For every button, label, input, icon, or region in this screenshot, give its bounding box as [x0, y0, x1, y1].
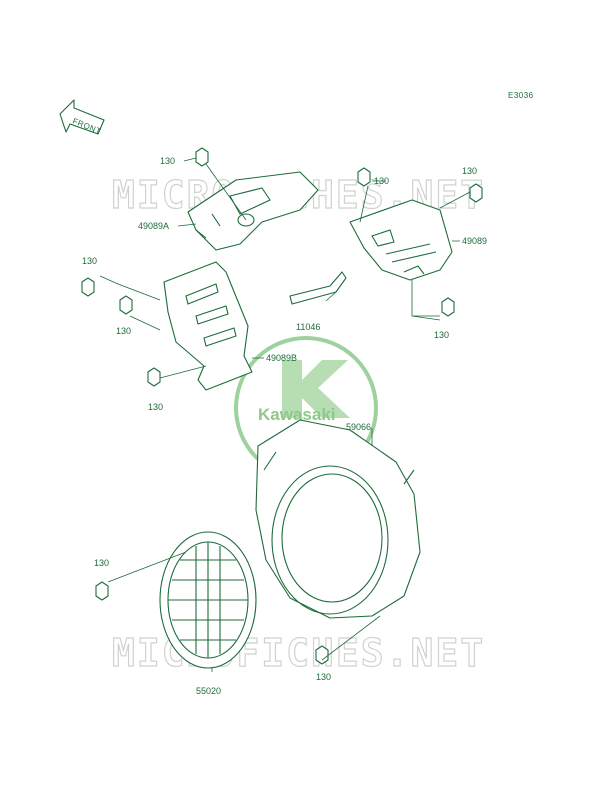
bolt-icon-3 [469, 183, 483, 203]
cover-49089 [349, 199, 453, 281]
bolt-icon-1 [195, 147, 209, 167]
callout-fan-housing: 59066 [346, 422, 371, 432]
fan-housing-59066 [255, 419, 421, 619]
bolt-icon-2 [357, 167, 371, 187]
callout-bolt-9: 130 [316, 672, 331, 682]
bolt-icon-9 [315, 645, 329, 665]
bolt-icon-4 [81, 277, 95, 297]
callout-bolt-4: 130 [82, 256, 97, 266]
callout-cover-right: 49089 [462, 236, 487, 246]
bolt-icon-6 [441, 297, 455, 317]
cover-49089b [163, 261, 253, 391]
bracket-11046 [289, 271, 347, 305]
bolt-icon-5 [119, 295, 133, 315]
callout-bolt-8: 130 [94, 558, 109, 568]
callout-screen: 55020 [196, 686, 221, 696]
diagram-code: E3036 [508, 91, 534, 100]
callout-bolt-5: 130 [116, 326, 131, 336]
front-arrow-icon: FRONT [59, 99, 105, 136]
bolt-icon-8 [95, 581, 109, 601]
callout-cover-mid: 49089B [266, 353, 297, 363]
cover-49089a [187, 171, 319, 251]
callout-bolt-2: 130 [374, 176, 389, 186]
callout-bolt-6: 130 [434, 330, 449, 340]
bolt-icon-7 [147, 367, 161, 387]
callout-bracket: 11046 [296, 322, 320, 332]
callout-cover-left: 49089A [138, 221, 169, 231]
callout-bolt-7: 130 [148, 402, 163, 412]
callout-bolt-3: 130 [462, 166, 477, 176]
logo-text: Kawasaki [258, 405, 336, 424]
kawasaki-logo: Kawasaki [234, 336, 378, 480]
callout-bolt-1: 130 [160, 156, 175, 166]
screen-55020 [159, 531, 257, 669]
